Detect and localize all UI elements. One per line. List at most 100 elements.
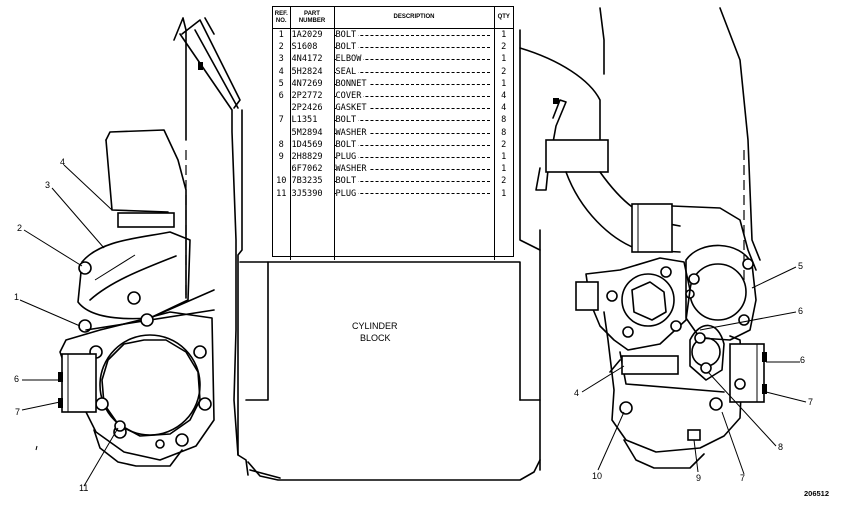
cell-part-number: 3J5390 bbox=[290, 187, 335, 200]
cell-ref-no: 3 bbox=[273, 53, 291, 66]
callout-right-10: 10 bbox=[592, 471, 603, 481]
description-text: BOLT bbox=[335, 176, 359, 187]
callout-right-8: 8 bbox=[778, 442, 784, 452]
figure-number: 206512 bbox=[804, 489, 830, 498]
cell-part-number: 4N7269 bbox=[290, 77, 335, 90]
cell-description: BONNET bbox=[334, 77, 495, 90]
header-qty: QTY bbox=[494, 7, 513, 29]
header-part-number: PART NUMBER bbox=[290, 7, 335, 29]
cell-qty: 1 bbox=[501, 164, 507, 175]
cell-ref-no: 7 bbox=[273, 114, 291, 127]
callout-left-1: 1 bbox=[14, 292, 20, 302]
cell-part-number: 2H8829 bbox=[290, 150, 335, 164]
description-text: PLUG bbox=[335, 188, 359, 199]
description-text: SEAL bbox=[335, 66, 359, 77]
description-text: WASHER bbox=[335, 164, 369, 175]
cell-description: BOLT bbox=[334, 138, 495, 151]
cell-qty: 8 bbox=[501, 115, 507, 126]
cell-part-number: 7B3235 bbox=[290, 175, 335, 188]
cell-description: SEAL bbox=[334, 65, 495, 78]
table-filler-row bbox=[273, 199, 513, 260]
description-text: BOLT bbox=[335, 115, 359, 126]
description-text: BOLT bbox=[335, 42, 359, 53]
cell-qty: 1 bbox=[501, 188, 507, 199]
cell-part-number: 1A2029 bbox=[290, 28, 335, 42]
header-description: DESCRIPTION bbox=[334, 7, 495, 29]
callout-right-4: 4 bbox=[574, 388, 580, 398]
table-header-row: REF. NO. PART NUMBER DESCRIPTION QTY bbox=[273, 7, 513, 29]
cell-ref-no: 11 bbox=[273, 187, 291, 200]
cell-part-number: L1351 bbox=[290, 114, 335, 127]
cell-part-number: S1608 bbox=[290, 41, 335, 54]
cell-ref-no: 6 bbox=[273, 89, 291, 103]
cell-qty: 1 bbox=[501, 78, 507, 89]
cell-qty: 2 bbox=[501, 176, 507, 187]
cell-part-number: 5H2824 bbox=[290, 65, 335, 78]
cell-ref-no bbox=[273, 126, 291, 139]
description-text: GASKET bbox=[335, 103, 369, 114]
cylinder-block-outline bbox=[237, 109, 541, 481]
callout-right-6b: 6 bbox=[800, 355, 806, 365]
cell-qty: 4 bbox=[501, 103, 507, 114]
callout-right-7b: 7 bbox=[740, 473, 746, 483]
cell-description: WASHER bbox=[334, 126, 495, 139]
description-text: WASHER bbox=[335, 127, 369, 138]
cell-ref-no: 9 bbox=[273, 150, 291, 164]
callout-left-4: 4 bbox=[60, 157, 66, 167]
cell-qty: 1 bbox=[501, 30, 507, 41]
cell-description: WASHER bbox=[334, 163, 495, 176]
cell-description: BOLT bbox=[334, 114, 495, 127]
cell-description: PLUG bbox=[334, 187, 495, 200]
callout-right-5: 5 bbox=[798, 261, 804, 271]
cell-ref-no bbox=[273, 163, 291, 176]
description-text: PLUG bbox=[335, 151, 359, 162]
callout-left-2: 2 bbox=[17, 223, 23, 233]
cell-ref-no bbox=[273, 102, 291, 115]
cell-ref-no: 1 bbox=[273, 28, 291, 42]
cell-description: BOLT bbox=[334, 175, 495, 188]
cylinder-block-label: CYLINDER BLOCK bbox=[352, 320, 398, 344]
callout-left-3: 3 bbox=[45, 180, 51, 190]
cell-description: BOLT bbox=[334, 28, 495, 42]
cell-part-number: 6F7062 bbox=[290, 163, 335, 176]
cell-description: GASKET bbox=[334, 102, 495, 115]
cell-qty: 1 bbox=[501, 54, 507, 65]
cell-ref-no: 10 bbox=[273, 175, 291, 188]
cylinder-block-label-line1: CYLINDER bbox=[352, 321, 398, 331]
callout-leaders bbox=[19, 164, 807, 487]
callout-right-6a: 6 bbox=[798, 306, 804, 316]
cell-part-number: 2P2426 bbox=[290, 102, 335, 115]
cell-qty: 8 bbox=[501, 127, 507, 138]
cell-part-number: 5M2894 bbox=[290, 126, 335, 139]
cell-part-number: 1D4569 bbox=[290, 138, 335, 151]
cell-qty: 1 bbox=[501, 151, 507, 162]
left-engine-side bbox=[58, 17, 241, 467]
cylinder-block-label-line2: BLOCK bbox=[360, 333, 391, 343]
description-text: BOLT bbox=[335, 139, 359, 150]
description-text: BONNET bbox=[335, 78, 369, 89]
cell-qty: 2 bbox=[501, 42, 507, 53]
description-text: BOLT bbox=[335, 30, 359, 41]
callout-left-7: 7 bbox=[15, 407, 21, 417]
cell-ref-no: 8 bbox=[273, 138, 291, 151]
cell-description: COVER bbox=[334, 89, 495, 103]
cell-qty: 4 bbox=[501, 91, 507, 102]
cell-ref-no: 5 bbox=[273, 77, 291, 90]
cell-ref-no: 4 bbox=[273, 65, 291, 78]
description-text: COVER bbox=[335, 91, 364, 102]
description-text: ELBOW bbox=[335, 54, 364, 65]
cell-ref-no: 2 bbox=[273, 41, 291, 54]
callout-right-7a: 7 bbox=[808, 397, 814, 407]
cell-description: PLUG bbox=[334, 150, 495, 164]
